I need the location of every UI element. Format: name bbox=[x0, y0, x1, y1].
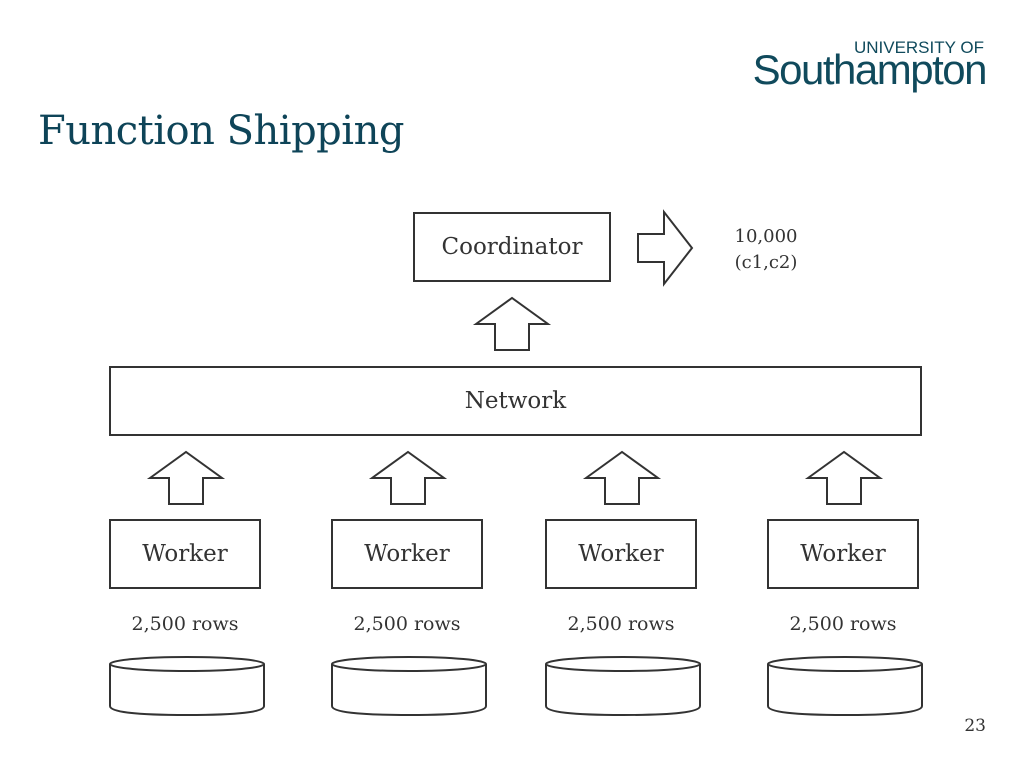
worker-label: Worker bbox=[578, 541, 664, 567]
database-disk-icon bbox=[109, 656, 265, 717]
page-number: 23 bbox=[964, 716, 986, 736]
worker-label: Worker bbox=[800, 541, 886, 567]
coordinator-label: Coordinator bbox=[441, 234, 583, 260]
worker-rows-label: 2,500 rows bbox=[353, 613, 461, 635]
logo-top-text: UNIVERSITY OF bbox=[853, 38, 984, 57]
result-count: 10,000 bbox=[734, 226, 798, 247]
slide-title: Function Shipping bbox=[38, 108, 404, 154]
up-arrow-icon bbox=[368, 450, 448, 505]
worker-box: Worker bbox=[331, 519, 483, 589]
result-label: 10,000 (c1,c2) bbox=[720, 224, 812, 276]
university-logo: UNIVERSITY OF Southampton bbox=[736, 38, 988, 98]
database-disk-icon bbox=[331, 656, 487, 717]
coordinator-box: Coordinator bbox=[413, 212, 611, 282]
worker-box: Worker bbox=[545, 519, 697, 589]
up-arrow-icon bbox=[804, 450, 884, 505]
worker-rows-label: 2,500 rows bbox=[789, 613, 897, 635]
database-disk-icon bbox=[767, 656, 923, 717]
worker-rows-label: 2,500 rows bbox=[131, 613, 239, 635]
result-columns: (c1,c2) bbox=[734, 252, 798, 273]
up-arrow-icon bbox=[146, 450, 226, 505]
worker-label: Worker bbox=[364, 541, 450, 567]
output-arrow-icon bbox=[637, 209, 694, 287]
worker-label: Worker bbox=[142, 541, 228, 567]
network-label: Network bbox=[464, 388, 567, 414]
up-arrow-icon bbox=[472, 296, 552, 351]
worker-box: Worker bbox=[767, 519, 919, 589]
database-disk-icon bbox=[545, 656, 701, 717]
worker-box: Worker bbox=[109, 519, 261, 589]
worker-rows-label: 2,500 rows bbox=[567, 613, 675, 635]
up-arrow-icon bbox=[582, 450, 662, 505]
network-box: Network bbox=[109, 366, 922, 436]
logo-main-text: Southampton bbox=[752, 46, 988, 93]
